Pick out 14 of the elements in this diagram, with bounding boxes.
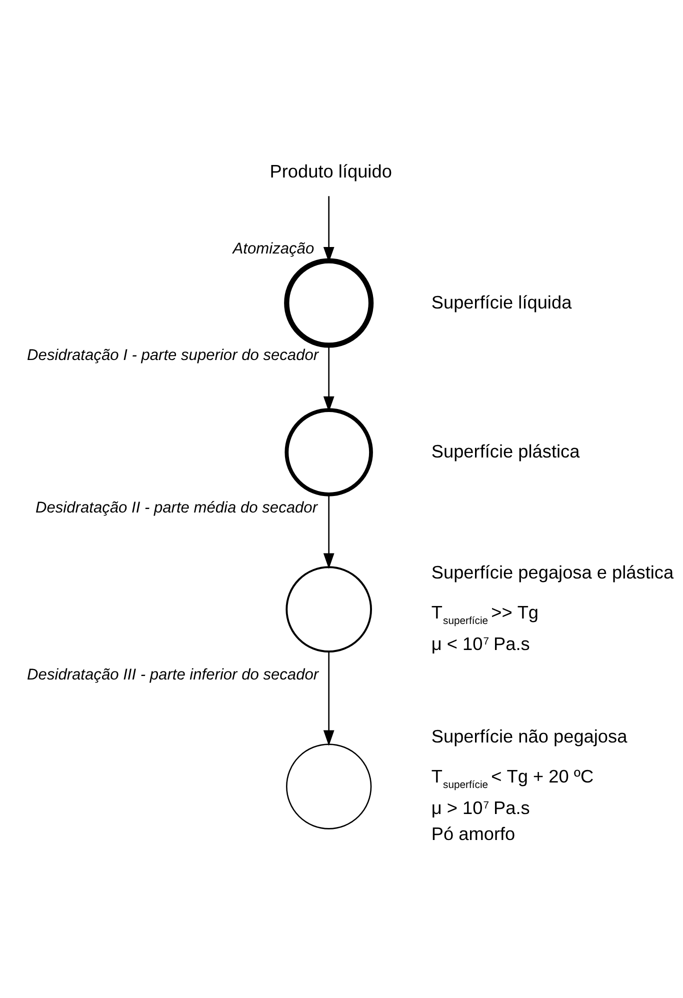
node-label: μ < 10$^{7}$ Pa.s bbox=[431, 634, 530, 654]
node-text: Produto líquido bbox=[270, 161, 392, 182]
edge-label: Desidratação III - parte inferior do secador bbox=[27, 666, 319, 684]
node-label: Superfície pegajosa e plástica bbox=[431, 562, 674, 582]
node-label: Pó amorfo bbox=[431, 824, 516, 844]
node-label: T$_{superfície}$ < Tg + 20 ºC bbox=[431, 766, 594, 792]
edge-label: Desidratação I - parte superior do secador bbox=[27, 347, 319, 364]
node-label: μ > 10$^{7}$ Pa.s bbox=[431, 798, 530, 818]
edge-label: Atomização bbox=[232, 240, 314, 258]
node-label: Superfície plástica bbox=[431, 442, 580, 462]
edge-label: Desidratação II - parte média do secador bbox=[36, 499, 318, 516]
node-label: Superfície líquida bbox=[431, 292, 572, 312]
node-label: Superfície não pegajosa bbox=[431, 726, 628, 747]
node-label: T$_{superfície}$ >> Tg bbox=[431, 602, 539, 627]
